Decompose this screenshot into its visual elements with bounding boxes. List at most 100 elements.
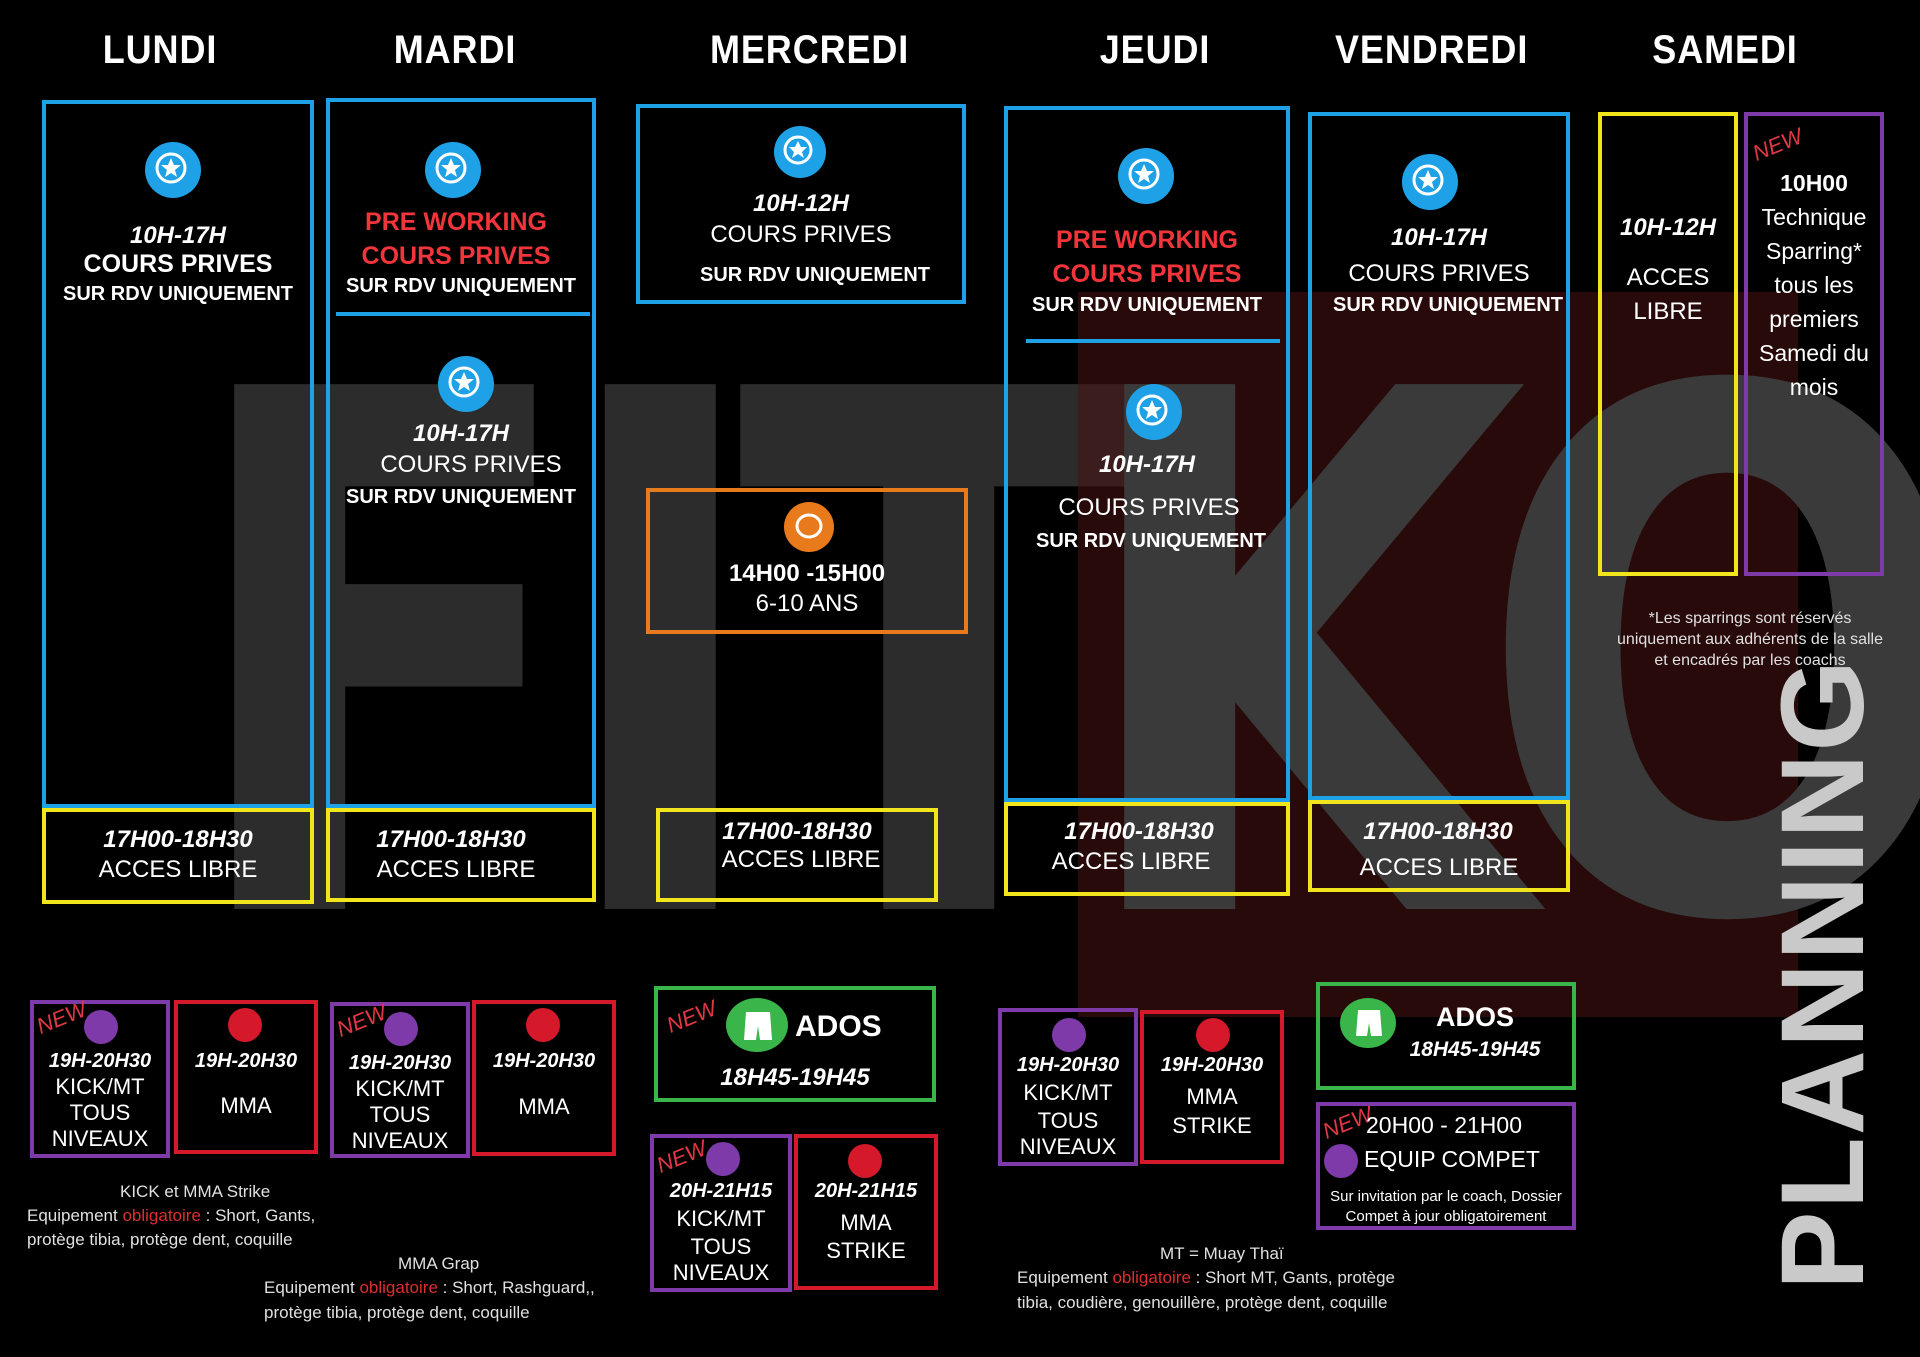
mardi-private-icon (438, 356, 494, 412)
lundi-private-box (42, 100, 314, 808)
note-mt-title: MT = Muay Thaï (1160, 1244, 1284, 1263)
mercredi-ados-box (654, 986, 936, 1102)
lundi-mma-box (174, 1000, 318, 1154)
jeudi-kick-time: 19H-20H30 (1016, 1054, 1120, 1076)
note-kick-line-2: protège tibia, protège dent, coquille (27, 1230, 293, 1249)
mercredi-kick-l3: NIVEAUX (672, 1260, 770, 1285)
vendredi-private-title: COURS PRIVES (1348, 260, 1530, 287)
jeudi-pre-icon (1118, 148, 1174, 204)
lundi-open-time: 17H00-18H30 (103, 826, 253, 853)
day-lundi: LUNDI (102, 28, 218, 72)
mercredi-mma-time: 20H-21H15 (814, 1180, 918, 1202)
mercredi-private-time: 10H-12H (752, 190, 850, 217)
watermark-red-panel (1078, 292, 1798, 1017)
jeudi-mma-cage-icon (1196, 1018, 1230, 1052)
jeudi-pre-l1: PRE WORKING (1056, 226, 1238, 254)
note-mt-line-1: Equipement obligatoire : Short MT, Gants… (1017, 1268, 1395, 1287)
samedi-sparring-line-4: premiers (1769, 306, 1859, 332)
vendredi-private-time: 10H-17H (1390, 224, 1488, 251)
samedi-sparring-time: 10H00 (1780, 170, 1848, 196)
mercredi-open-time: 17H00-18H30 (722, 818, 872, 845)
note-kick-line-1: Equipement obligatoire : Short, Gants, (27, 1206, 316, 1225)
mardi-kick-time: 19H-20H30 (348, 1052, 452, 1074)
vendredi-private-box (1308, 112, 1570, 800)
mardi-pre-sub: SUR RDV UNIQUEMENT (345, 275, 576, 297)
lundi-kick-ring-icon (84, 1010, 118, 1044)
mardi-open-box (326, 808, 596, 902)
mercredi-kids-label: 6-10 ANS (755, 590, 859, 617)
lundi-private-time: 10H-17H (129, 222, 227, 249)
vendredi-open-box (1308, 800, 1570, 892)
mardi-kick-l1: KICK/MT (355, 1076, 445, 1101)
mardi-kick-l2: TOUS (369, 1102, 431, 1127)
mardi-private-title: COURS PRIVES (380, 451, 562, 478)
mercredi-mma-box (794, 1134, 938, 1290)
jeudi-mma-box (1140, 1010, 1284, 1164)
day-jeudi: JEUDI (1099, 28, 1211, 72)
samedi-sparring-box (1744, 112, 1884, 576)
vendredi-private-icon (1402, 154, 1458, 210)
lundi-kick-l3: NIVEAUX (51, 1126, 149, 1151)
note-mt-line-2: tibia, coudière, genouillère, protège de… (1017, 1293, 1388, 1312)
mardi-private-time: 10H-17H (412, 420, 510, 447)
lundi-kick-l1: KICK/MT (55, 1074, 145, 1099)
mardi-mma-cage-icon (526, 1008, 560, 1042)
watermark-fit: FIT (180, 241, 1140, 1079)
note-kick-title: KICK et MMA Strike (120, 1182, 271, 1201)
vendredi-ados-shorts-icon (1340, 998, 1396, 1048)
jeudi-kick-l2: TOUS (1037, 1108, 1099, 1133)
day-mercredi: MERCREDI (710, 28, 910, 72)
samedi-sparring-line-1: Technique (1761, 204, 1867, 230)
vendredi-compet-label: EQUIP COMPET (1364, 1146, 1540, 1172)
samedi-note-3: et encadrés par les coachs (1654, 652, 1846, 669)
mercredi-ados-time: 18H45-19H45 (720, 1064, 870, 1091)
lundi-kick-l2: TOUS (69, 1100, 131, 1125)
note-grap-line-1: Equipement obligatoire : Short, Rashguar… (264, 1278, 595, 1297)
jeudi-mma-l1: MMA (1186, 1084, 1238, 1109)
mercredi-open-box (656, 808, 938, 902)
mardi-pre-icon (425, 142, 481, 198)
vendredi-compet-box (1316, 1102, 1576, 1230)
mardi-kick-ring-icon (384, 1012, 418, 1046)
jeudi-open-time: 17H00-18H30 (1064, 818, 1214, 845)
note-grap-line-2: protège tibia, protège dent, coquille (264, 1303, 530, 1322)
mercredi-private-box (636, 104, 966, 304)
mercredi-ados-label: ADOS (795, 1010, 882, 1043)
mardi-mma-label: MMA (518, 1094, 570, 1119)
mercredi-kids-glove-icon (784, 502, 834, 552)
vendredi-compet-note-1: Sur invitation par le coach, Dossier (1330, 1188, 1562, 1205)
note-grap-title: MMA Grap (398, 1254, 480, 1273)
mardi-mma-time: 19H-20H30 (492, 1050, 596, 1072)
vendredi-open-label: ACCES LIBRE (1359, 854, 1519, 881)
lundi-private-title: COURS PRIVES (83, 250, 273, 278)
vendredi-open-time: 17H00-18H30 (1363, 818, 1513, 845)
samedi-open-box (1598, 112, 1738, 576)
jeudi-private-box (1004, 106, 1290, 802)
samedi-note-1: *Les sparrings sont réservés (1648, 610, 1852, 627)
mercredi-mma-l2: STRIKE (826, 1238, 906, 1263)
jeudi-kick-ring-icon (1052, 1018, 1086, 1052)
jeudi-kick-l3: NIVEAUX (1019, 1134, 1117, 1159)
jeudi-pre-sub: SUR RDV UNIQUEMENT (1031, 294, 1262, 316)
day-samedi: SAMEDI (1652, 28, 1798, 72)
lundi-private-icon (145, 142, 201, 198)
mercredi-kick-box (650, 1134, 792, 1292)
vendredi-ados-box (1316, 982, 1576, 1090)
mardi-pre-l2: COURS PRIVES (361, 242, 551, 270)
vendredi-ados-time: 18H45-19H45 (1409, 1038, 1541, 1061)
lundi-mma-cage-icon (228, 1008, 262, 1042)
day-vendredi: VENDREDI (1335, 28, 1529, 72)
vendredi-private-sub: SUR RDV UNIQUEMENT (1332, 294, 1563, 316)
jeudi-private-sub: SUR RDV UNIQUEMENT (1035, 530, 1266, 552)
samedi-open-l1: ACCES (1626, 264, 1710, 291)
samedi-sparring-line-3: tous les (1774, 272, 1854, 298)
jeudi-divider (1026, 339, 1280, 343)
mercredi-kick-l2: TOUS (690, 1234, 752, 1259)
mardi-open-time: 17H00-18H30 (376, 826, 526, 853)
mercredi-kids-box (646, 488, 968, 634)
samedi-sparring-line-5: Samedi du (1759, 340, 1869, 366)
jeudi-private-time: 10H-17H (1098, 451, 1196, 478)
mardi-pre-l1: PRE WORKING (365, 208, 547, 236)
lundi-kick-box (30, 1000, 170, 1158)
samedi-sparring-line-2: Sparring* (1766, 238, 1862, 264)
